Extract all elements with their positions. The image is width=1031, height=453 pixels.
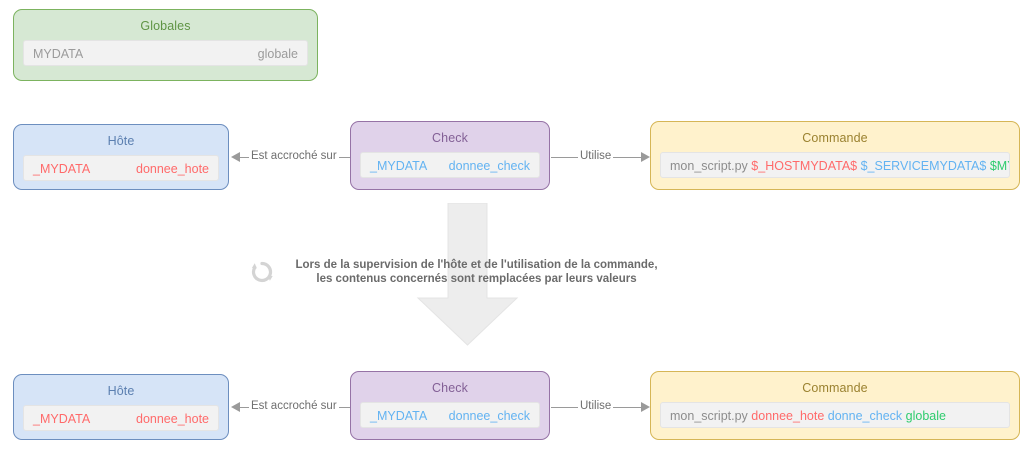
commande-top-macro-host: $_HOSTMYDATA$	[751, 159, 858, 173]
node-commande-bottom-title: Commande	[802, 381, 868, 395]
node-hote-bottom[interactable]: Hôte _MYDATA donnee_hote	[13, 374, 229, 440]
connector-check-commande-bottom-label: Utilise	[578, 400, 614, 413]
connector-hote-check-bottom-arrowhead	[231, 402, 240, 412]
node-check-bottom-field[interactable]: _MYDATA donnee_check	[360, 402, 540, 428]
node-check-bottom[interactable]: Check _MYDATA donnee_check	[350, 371, 550, 440]
check-bottom-key: _MYDATA	[370, 409, 428, 423]
transform-note-line1: Lors de la supervision de l'hôte et de l…	[295, 259, 658, 271]
connector-hote-check-top-arrowhead	[231, 152, 240, 162]
transform-note-line2: les contenus concernés sont remplacées p…	[316, 273, 637, 285]
commande-bottom-value-global: globale	[905, 409, 946, 423]
hote-bottom-value: donnee_hote	[136, 412, 209, 426]
node-check-top-field[interactable]: _MYDATA donnee_check	[360, 152, 540, 178]
node-globales-field[interactable]: MYDATA globale	[23, 40, 308, 66]
connector-hote-check-bottom-label: Est accroché sur	[249, 400, 339, 413]
node-hote-top-field[interactable]: _MYDATA donnee_hote	[23, 155, 219, 181]
node-hote-top[interactable]: Hôte _MYDATA donnee_hote	[13, 124, 229, 190]
node-commande-top-title: Commande	[802, 131, 868, 145]
node-check-top-title: Check	[432, 131, 468, 145]
node-hote-bottom-title: Hôte	[107, 384, 135, 398]
node-commande-top-field[interactable]: mon_script.py $_HOSTMYDATA$ $_SERVICEMYD…	[660, 152, 1010, 178]
commande-top-macro-service: $_SERVICEMYDATA$	[860, 159, 987, 173]
node-hote-top-title: Hôte	[107, 134, 135, 148]
check-bottom-value: donnee_check	[448, 409, 530, 423]
transform-note-text: Lors de la supervision de l'hôte et de l…	[283, 258, 670, 286]
connector-check-commande-top-label: Utilise	[578, 150, 614, 163]
node-check-bottom-title: Check	[432, 381, 468, 395]
globales-value: globale	[257, 47, 298, 61]
node-commande-bottom[interactable]: Commande mon_script.py donnee_hote donne…	[650, 371, 1020, 440]
transform-note: Lors de la supervision de l'hôte et de l…	[250, 258, 670, 286]
globales-key: MYDATA	[33, 47, 84, 61]
hote-bottom-key: _MYDATA	[33, 412, 91, 426]
commande-top-macro-global: $MYDATA$	[989, 159, 1009, 173]
node-hote-bottom-field[interactable]: _MYDATA donnee_hote	[23, 405, 219, 431]
connector-check-commande-top-arrowhead	[641, 152, 650, 162]
commande-bottom-script: mon_script.py	[670, 409, 748, 423]
check-top-key: _MYDATA	[370, 159, 428, 173]
hote-top-value: donnee_hote	[136, 162, 209, 176]
node-globales-title: Globales	[140, 19, 191, 33]
commande-bottom-value-service: donne_check	[827, 409, 903, 423]
check-top-value: donnee_check	[448, 159, 530, 173]
commande-top-script: mon_script.py	[670, 159, 748, 173]
connector-hote-check-top-label: Est accroché sur	[249, 150, 339, 163]
transform-down-arrow	[405, 202, 530, 346]
node-commande-bottom-field[interactable]: mon_script.py donnee_hote donne_check gl…	[660, 402, 1010, 428]
connector-check-commande-bottom-arrowhead	[641, 402, 650, 412]
hote-top-key: _MYDATA	[33, 162, 91, 176]
node-commande-top[interactable]: Commande mon_script.py $_HOSTMYDATA$ $_S…	[650, 121, 1020, 190]
commande-bottom-value-host: donnee_hote	[751, 409, 825, 423]
node-check-top[interactable]: Check _MYDATA donnee_check	[350, 121, 550, 190]
node-globales[interactable]: Globales MYDATA globale	[13, 9, 318, 81]
refresh-icon	[250, 260, 274, 284]
